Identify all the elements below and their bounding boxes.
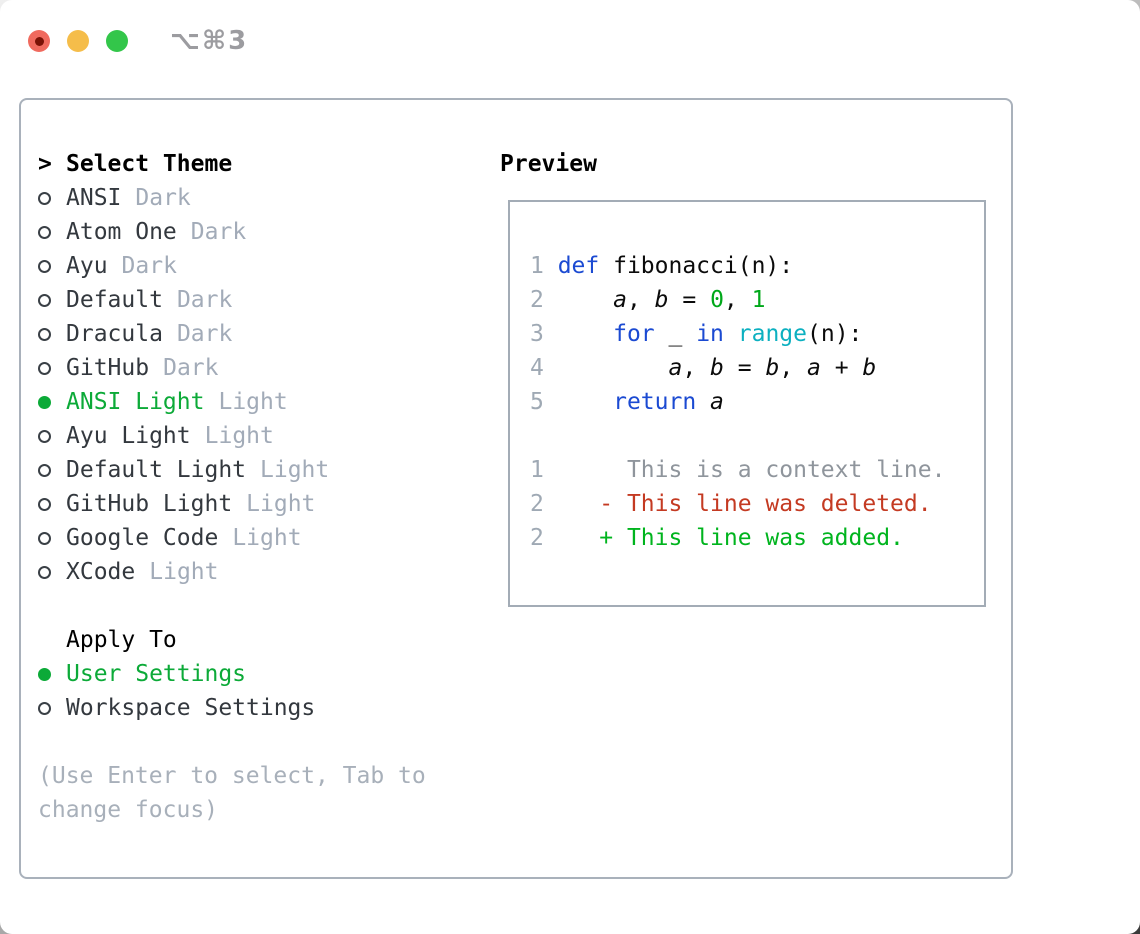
- theme-variant-badge: Light: [232, 525, 302, 551]
- window-shortcut-label: ⌥⌘3: [170, 26, 249, 56]
- theme-name: Ayu Light: [66, 423, 191, 449]
- theme-variant-badge: Light: [246, 491, 316, 517]
- theme-option-google-code[interactable]: Google Code Light: [38, 521, 500, 555]
- theme-option-atom-one[interactable]: Atom One Dark: [38, 215, 500, 249]
- theme-option-default-light[interactable]: Default Light Light: [38, 453, 500, 487]
- radio-icon: [38, 225, 66, 239]
- theme-option-ansi-light[interactable]: ANSI Light Light: [38, 385, 500, 419]
- code-line: 3 for _ in range(n):: [530, 317, 984, 351]
- apply-option-label: User Settings: [66, 661, 247, 687]
- theme-variant-badge: Dark: [163, 355, 219, 381]
- theme-name: GitHub Light: [66, 491, 233, 517]
- radio-icon: [38, 361, 66, 375]
- select-theme-title: Select Theme: [66, 151, 233, 177]
- theme-option-github[interactable]: GitHub Dark: [38, 351, 500, 385]
- line-number: 5: [530, 389, 544, 415]
- apply-to-title: Apply To: [66, 627, 177, 653]
- radio-icon: [38, 191, 66, 205]
- theme-option-xcode[interactable]: XCode Light: [38, 555, 500, 589]
- line-number: 1: [530, 253, 544, 279]
- theme-option-default[interactable]: Default Dark: [38, 283, 500, 317]
- theme-name: Default Light: [66, 457, 247, 483]
- apply-option-label: Workspace Settings: [66, 695, 316, 721]
- unsaved-dot-icon: [34, 36, 44, 46]
- code-line: 1 def fibonacci(n):: [530, 249, 984, 283]
- theme-option-ayu[interactable]: Ayu Dark: [38, 249, 500, 283]
- theme-name: ANSI Light: [66, 389, 205, 415]
- radio-icon: [38, 429, 66, 443]
- spacer: [38, 589, 500, 623]
- theme-variant-badge: Dark: [176, 321, 233, 347]
- apply-option-user-settings[interactable]: User Settings: [38, 657, 500, 691]
- radio-icon: [38, 565, 66, 579]
- code-line: 4 a, b = b, a + b: [530, 351, 984, 385]
- radio-selected-icon: [38, 667, 66, 681]
- radio-icon: [38, 259, 66, 273]
- close-button[interactable]: [28, 30, 50, 52]
- theme-option-ayu-light[interactable]: Ayu Light Light: [38, 419, 500, 453]
- theme-name: Ayu: [66, 253, 108, 279]
- theme-name: Google Code: [66, 525, 219, 551]
- line-number: 1: [530, 457, 544, 483]
- radio-icon: [38, 327, 66, 341]
- code-line: [530, 419, 984, 453]
- theme-option-ansi[interactable]: ANSI Dark: [38, 181, 500, 215]
- theme-variant-badge: Light: [218, 389, 288, 415]
- line-number: 4: [530, 355, 544, 381]
- help-text: (Use Enter to select, Tab to change focu…: [38, 763, 426, 823]
- theme-name: XCode: [66, 559, 136, 585]
- theme-variant-badge: Dark: [190, 219, 247, 245]
- preview-header: Preview: [500, 151, 597, 177]
- theme-variant-badge: Light: [260, 457, 330, 483]
- titlebar: ⌥⌘3: [28, 26, 248, 56]
- radio-icon: [38, 293, 66, 307]
- minimize-button[interactable]: [67, 30, 89, 52]
- theme-name: ANSI: [66, 185, 122, 211]
- apply-option-workspace-settings[interactable]: Workspace Settings: [38, 691, 500, 725]
- line-number: 2: [530, 491, 544, 517]
- theme-name: Dracula: [66, 321, 163, 347]
- theme-variant-badge: Light: [204, 423, 274, 449]
- preview-column: Preview 1 def fibonacci(n):2 a, b = 0, 1…: [500, 147, 987, 877]
- code-line: 5 return a: [530, 385, 984, 419]
- code-line: 1 This is a context line.: [530, 453, 984, 487]
- theme-variant-badge: Light: [149, 559, 219, 585]
- line-number: 2: [530, 287, 544, 313]
- select-theme-header: > Select Theme: [38, 147, 500, 181]
- theme-variant-badge: Dark: [176, 287, 233, 313]
- radio-icon: [38, 463, 66, 477]
- spacer: [38, 725, 500, 759]
- theme-option-github-light[interactable]: GitHub Light Light: [38, 487, 500, 521]
- radio-icon: [38, 497, 66, 511]
- theme-name: GitHub: [66, 355, 150, 381]
- theme-variant-badge: Dark: [135, 185, 191, 211]
- zoom-button[interactable]: [106, 30, 128, 52]
- code-line: 2 + This line was added.: [530, 521, 984, 555]
- line-number: 3: [530, 321, 544, 347]
- theme-option-dracula[interactable]: Dracula Dark: [38, 317, 500, 351]
- theme-name: Atom One: [66, 219, 177, 245]
- focus-caret-icon: >: [38, 151, 52, 177]
- line-number: 2: [530, 525, 544, 551]
- apply-to-header: Apply To: [38, 623, 500, 657]
- code-line: 2 a, b = 0, 1: [530, 283, 984, 317]
- radio-icon: [38, 531, 66, 545]
- theme-variant-badge: Dark: [121, 253, 177, 279]
- code-line: 2 - This line was deleted.: [530, 487, 984, 521]
- radio-icon: [38, 701, 66, 715]
- theme-name: Default: [66, 287, 163, 313]
- radio-selected-icon: [38, 395, 66, 409]
